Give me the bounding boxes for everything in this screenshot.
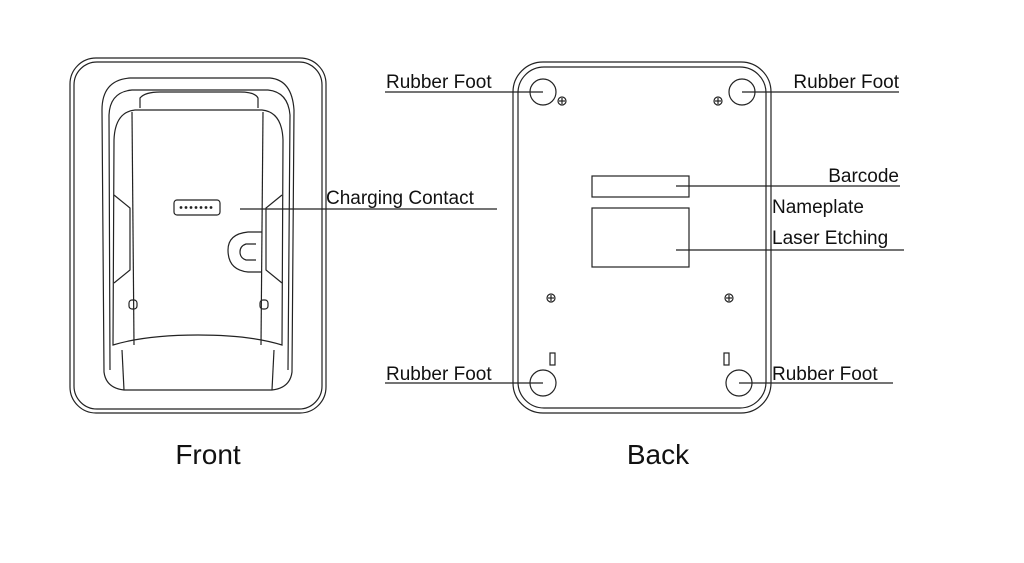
screw-icon [557,96,567,106]
base-line-right [271,349,275,391]
nameplate-area [591,207,690,268]
charging-contact [173,199,221,216]
device-edge-right [260,111,264,346]
charging-contact-label: Charging Contact [326,188,475,209]
nameplate-label: Nameplate [772,197,864,218]
screw-icon [546,293,556,303]
laser-etching-label: Laser Etching [772,228,888,249]
cradle-well [101,77,295,391]
back-view: Rubber Foot Rubber Foot Rubber Foot Rubb… [385,61,904,470]
clip-slot-right [723,352,730,366]
latch-inner [239,243,256,261]
screw-hole-left [128,299,138,310]
rubber-foot-bottom-right-label: Rubber Foot [772,364,878,385]
contact-pins [179,206,213,209]
rubber-foot-bottom-left-label: Rubber Foot [386,364,492,385]
back-outer-frame [512,61,772,414]
back-inner-frame [517,66,767,409]
clip-slot-left [549,352,556,366]
rubber-foot-top-right-label: Rubber Foot [793,72,899,93]
front-inner-frame [73,61,323,410]
side-grip-right [265,194,283,284]
front-outer-frame [69,57,327,414]
screw-icon [724,293,734,303]
front-view: Charging Contact Front [69,57,497,470]
front-caption: Front [175,439,241,470]
screw-icon [713,96,723,106]
device-body [112,109,284,346]
barcode-area [591,175,690,198]
cradle-well-inner [108,89,291,371]
screw-hole-right [259,299,269,310]
barcode-label: Barcode [828,166,899,187]
side-grip-left [113,194,131,284]
cradle-top-tab [139,91,259,108]
base-line-left [121,349,125,391]
latch-outer [227,231,262,273]
rubber-foot-top-left-label: Rubber Foot [386,72,492,93]
screw-icons [546,96,734,303]
device-edge-left [131,111,135,346]
back-caption: Back [627,439,690,470]
